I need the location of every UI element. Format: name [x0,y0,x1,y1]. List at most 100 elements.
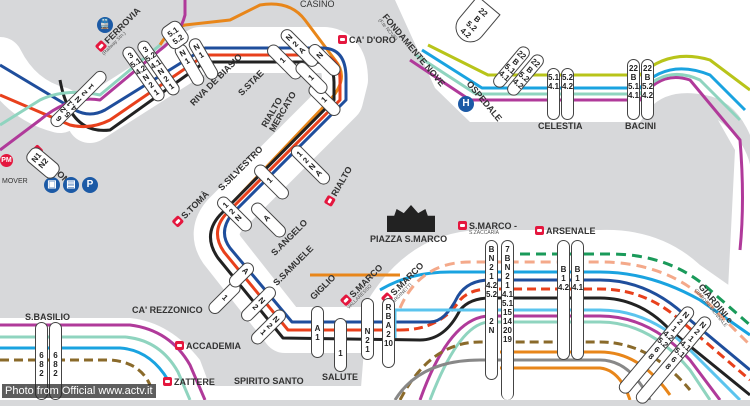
line-number: N [364,327,371,336]
line-brown-route [0,340,692,400]
line-number: 5.2 [561,73,574,82]
line-number: B [488,245,495,254]
station-zattere[interactable]: ZATTERE [163,377,215,387]
people-mover-badge: PM [0,154,13,167]
line-number: 2 [489,317,494,326]
label: S.MARCO - [469,221,517,231]
line-number: B [385,312,392,321]
station-ca-doro[interactable]: CA' D'ORO [338,35,396,45]
line-number: 1 [505,281,510,290]
line-number: 20 [503,326,512,335]
station-bacini[interactable]: BACINI [625,121,656,131]
line-orange-15-route [500,350,672,400]
line-number: 4.2 [561,82,574,91]
line-number: R [385,303,392,312]
station-casino[interactable]: CASINO [300,0,335,9]
line-number: 1 [489,272,494,281]
line-number: 5.1 [627,82,640,91]
stop-pill-salute[interactable]: 1 [334,318,347,372]
line-number: 1 [166,81,176,92]
line-number: 6 [53,351,58,360]
line-number: N [504,263,511,272]
line-number: 1 [86,81,96,92]
line-number: A [296,45,308,56]
sublabel: S.ZACCARIA [469,230,500,236]
line-number: 5.1 [547,73,560,82]
line-number: 1 [561,274,566,283]
label: ZATTERE [174,377,215,387]
line-number: 22 [629,64,638,73]
line-number: 14 [503,317,512,326]
label: ACCADEMIA [186,341,241,351]
line-number: A [261,213,272,224]
bus-icon: ▤ [63,177,79,193]
station-s-zaccaria[interactable]: S.MARCO -S.ZACCARIA [458,221,517,236]
line-5-route [0,43,742,400]
line-b-route [0,48,750,381]
line-number: N [233,212,244,224]
stop-icon [175,341,184,350]
line-number: 19 [503,335,512,344]
station-arsenale[interactable]: ARSENALE [535,226,596,236]
car-icon: ▣ [44,177,60,193]
hospital-icon: H [458,96,474,112]
stop-icon [535,226,544,235]
line-number: B [504,254,511,263]
station-people-mover[interactable]: MOVER [2,178,28,185]
line-number: 1 [277,55,288,65]
line-number: 4.1 [501,290,514,299]
station-salute[interactable]: SALUTE [322,372,358,382]
line-number: 4.2 [641,91,654,100]
line-number: B [560,265,567,274]
line-number: A [385,321,392,330]
line-number: 1 [306,72,316,83]
line-number: 5.1 [501,299,514,308]
line-number: 1 [365,345,370,354]
landmark-piazza-s-marco: PIAZZA S.MARCO [370,234,448,244]
station-accademia[interactable]: ACCADEMIA [175,341,241,351]
line-number: 1 [575,274,580,283]
line-number: 7 [505,245,510,254]
line-number: 4.2 [485,281,498,290]
line-number: 4.1 [547,82,560,91]
line-4-route [0,0,744,400]
line-number: 15 [503,308,512,317]
stop-icon [338,35,347,44]
label: CA' D'ORO [349,35,396,45]
line-number: B [644,73,651,82]
station-celestia[interactable]: CELESTIA [538,121,583,131]
photo-credit: Photo from Official www.actv.it [2,384,156,398]
line-2-dashed-route [399,287,750,382]
line-number: 4.1 [571,283,584,292]
station-s-basilio[interactable]: S.BASILIO [25,312,71,322]
line-number: A [240,265,251,277]
line-number: 2 [489,263,494,272]
parking-icon: P [82,177,98,193]
label: ARSENALE [546,226,596,236]
line-number: 2 [386,330,391,339]
line-number: A [313,167,324,179]
line-number: 1 [183,56,192,67]
line-number: 1 [151,87,161,98]
station-spirito-santo[interactable]: SPIRITO SANTO [234,376,304,386]
line-1-route [58,60,750,397]
station-ca-rezzonico[interactable]: CA' REZZONICO [132,305,203,315]
line-number: 6 [39,351,44,360]
stop-icon [163,377,172,386]
line-number: 8 [646,351,656,362]
line-number: 1 [197,50,206,61]
line-number: 4.1 [627,91,640,100]
